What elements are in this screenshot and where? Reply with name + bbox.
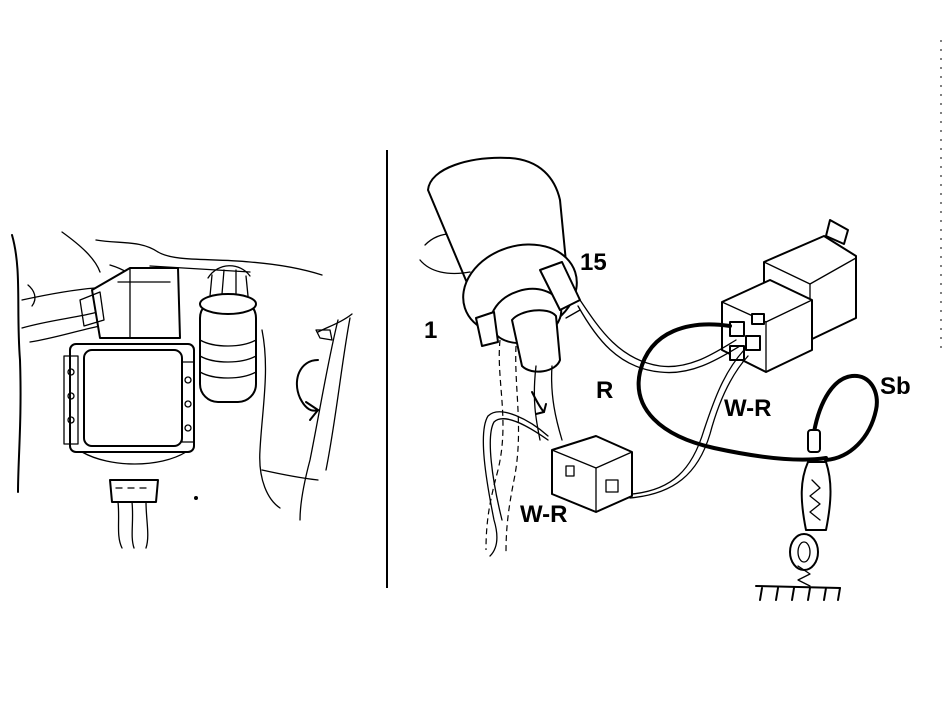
label-wire-sb: Sb <box>880 373 911 400</box>
label-wire-wr-lower: W-R <box>520 501 568 528</box>
right-panel-relay-wiring <box>419 156 879 601</box>
label-wire-wr-upper: W-R <box>724 395 772 422</box>
label-wire-r: R <box>596 377 613 404</box>
label-terminal-1: 1 <box>424 317 437 344</box>
label-terminal-15: 15 <box>580 249 607 276</box>
left-panel-engine-bay <box>11 231 353 549</box>
